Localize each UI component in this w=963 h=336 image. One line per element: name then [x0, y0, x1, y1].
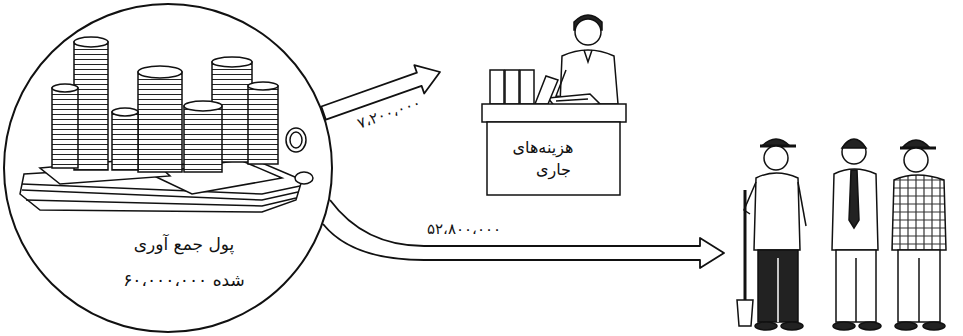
coin-stacks — [52, 37, 278, 172]
node-text: پول جمع آوری شده ۶۰،۰۰۰،۰۰۰ — [123, 226, 245, 298]
loose-coins — [286, 128, 313, 184]
money-circle: پول جمع آوری شده ۶۰،۰۰۰،۰۰۰ — [3, 3, 333, 333]
node-text: هزینه‌های جاری — [534, 137, 574, 181]
amount-label: ۵۲،۸۰۰،۰۰۰ — [425, 220, 503, 238]
edge-label: ۷،۲۰۰،۰۰۰ — [353, 93, 425, 133]
arrow-to-workers — [323, 200, 724, 268]
expense-desk: هزینه‌های جاری — [440, 2, 628, 196]
desk-clerk — [482, 15, 626, 195]
workers — [737, 139, 946, 330]
